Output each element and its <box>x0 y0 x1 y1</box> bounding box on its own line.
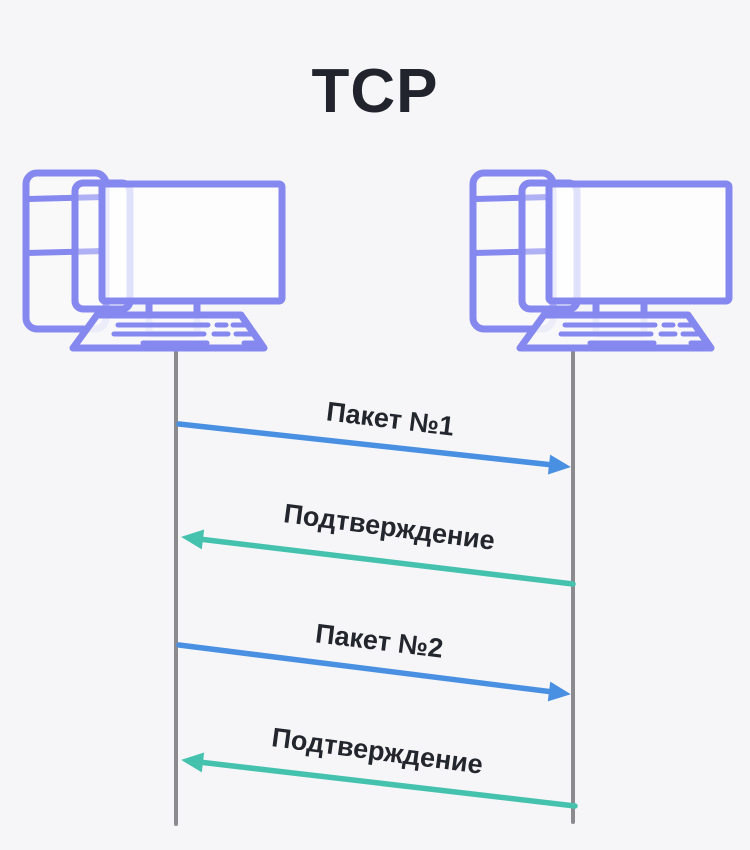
arrow-ack-2 <box>181 752 578 809</box>
arrow-packet-1 <box>176 421 571 475</box>
arrow-packet-2 <box>176 642 571 702</box>
diagram-title: TCP <box>311 57 439 126</box>
computer-icon-right <box>473 173 729 348</box>
arrow-ack-1 <box>181 529 576 587</box>
computer-icon-left <box>26 173 282 348</box>
